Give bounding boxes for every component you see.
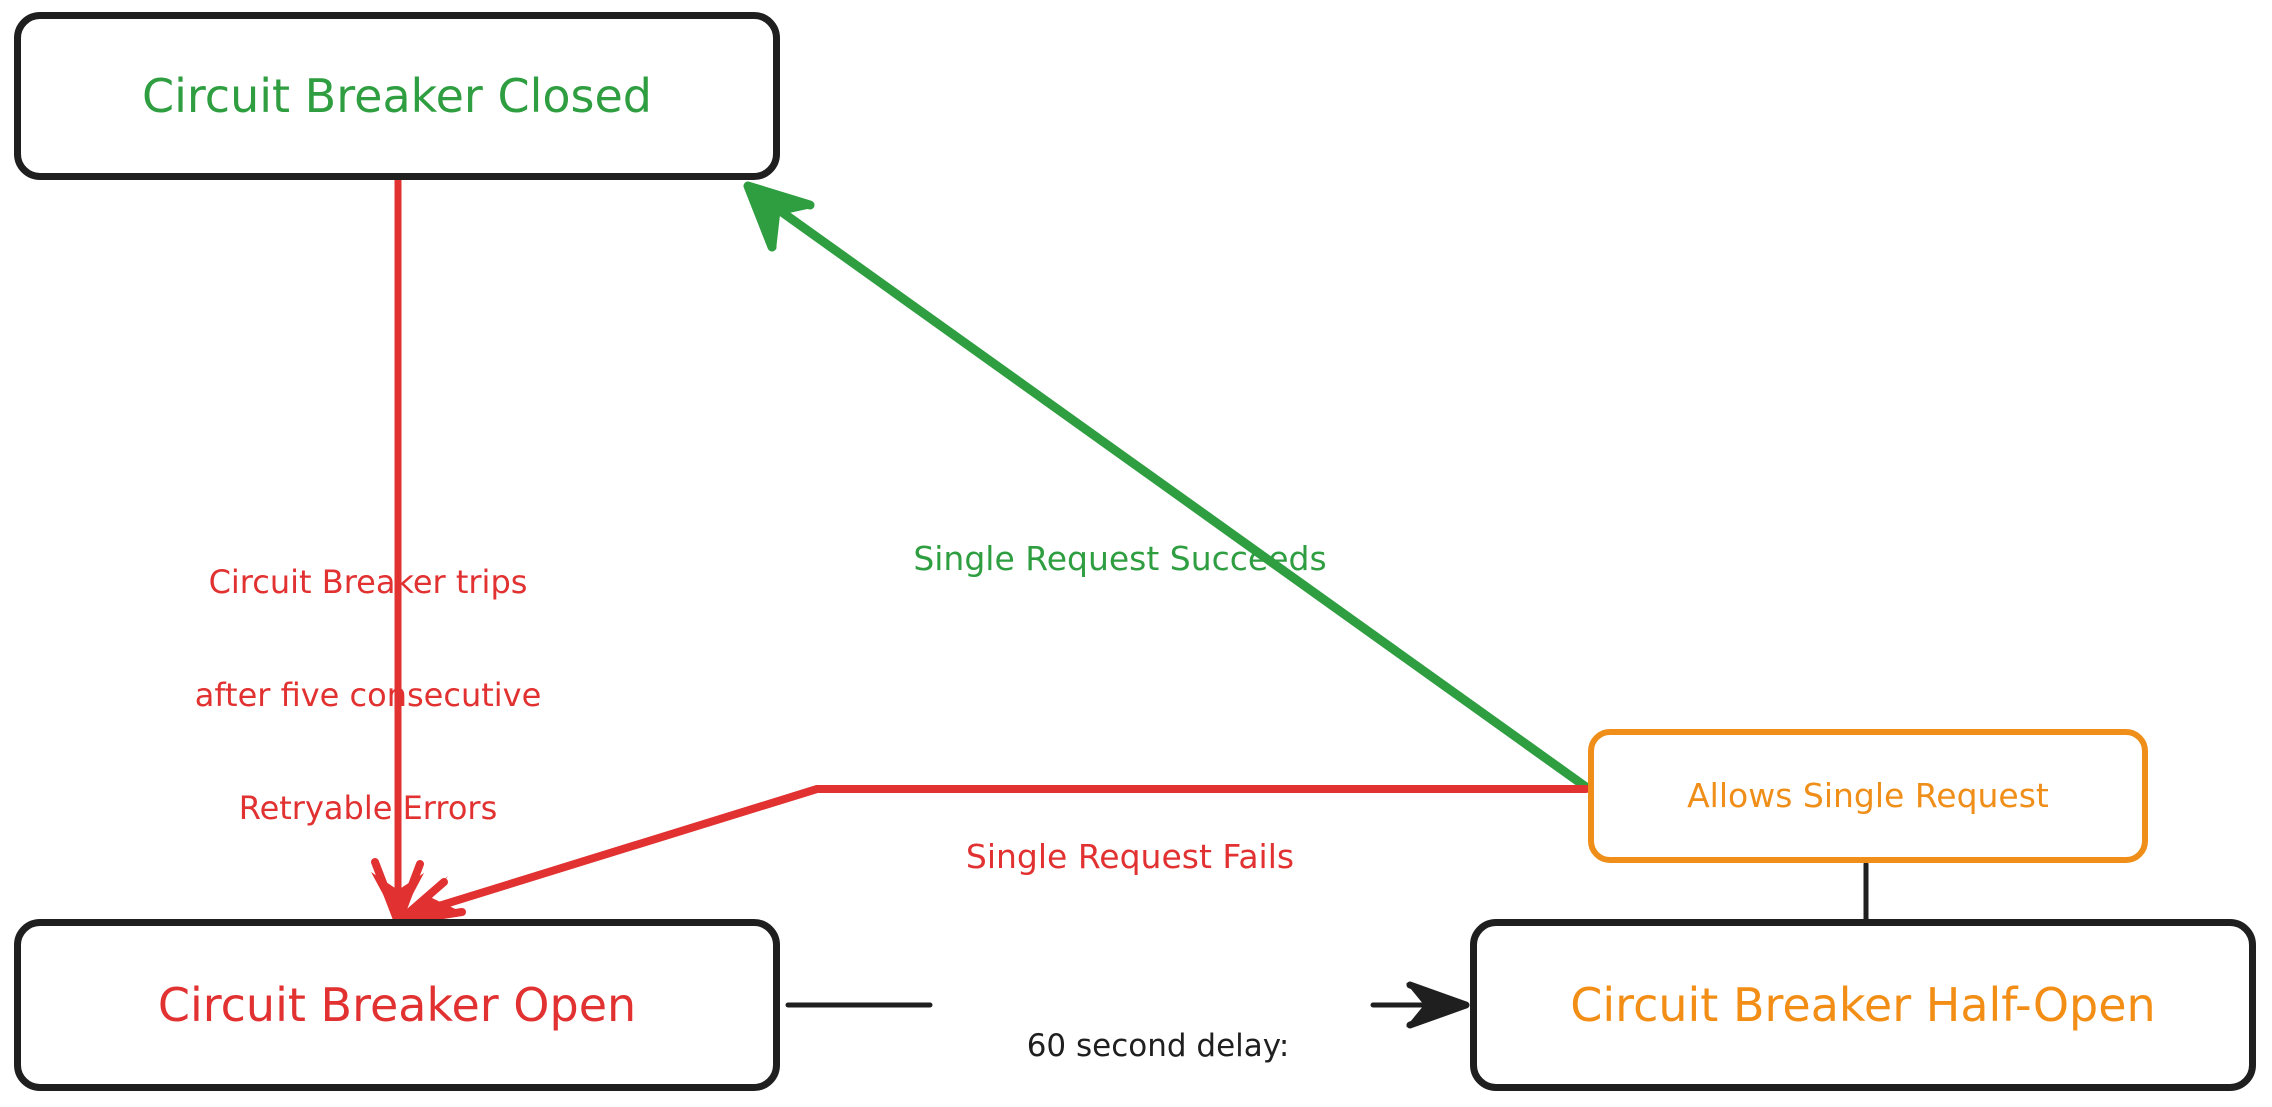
node-allows-single-request[interactable]: Allows Single Request xyxy=(1588,729,2148,863)
node-circuit-breaker-open[interactable]: Circuit Breaker Open xyxy=(14,919,780,1091)
edge-label-trips-line-2: after five consecutive xyxy=(194,675,542,714)
edge-label-trips-line-3: Retryable Errors xyxy=(238,789,498,827)
edge-label-trips-line-1: Circuit Breaker trips xyxy=(208,562,528,601)
node-label-allows-single-request: Allows Single Request xyxy=(1687,775,2049,815)
edge-label-60-second-delay: 60 second delay: No requests allowed xyxy=(930,955,1370,1107)
node-label-half-open: Circuit Breaker Half-Open xyxy=(1570,977,2156,1032)
node-label-open: Circuit Breaker Open xyxy=(157,977,637,1032)
edge-label-single-request-fails: Single Request Fails xyxy=(900,760,1360,955)
edge-label-delay-line-1: 60 second delay: xyxy=(1026,1028,1290,1065)
edge-label-fails-text: Single Request Fails xyxy=(965,836,1295,876)
edge-label-single-request-succeeds: Single Request Succeeds xyxy=(860,462,1380,657)
node-circuit-breaker-half-open[interactable]: Circuit Breaker Half-Open xyxy=(1470,919,2256,1091)
edge-label-circuit-breaker-trips: Circuit Breaker trips after five consecu… xyxy=(158,488,578,903)
node-label-closed: Circuit Breaker Closed xyxy=(142,68,652,123)
node-circuit-breaker-closed[interactable]: Circuit Breaker Closed xyxy=(14,12,780,180)
edge-label-succeeds-text: Single Request Succeeds xyxy=(913,538,1327,578)
